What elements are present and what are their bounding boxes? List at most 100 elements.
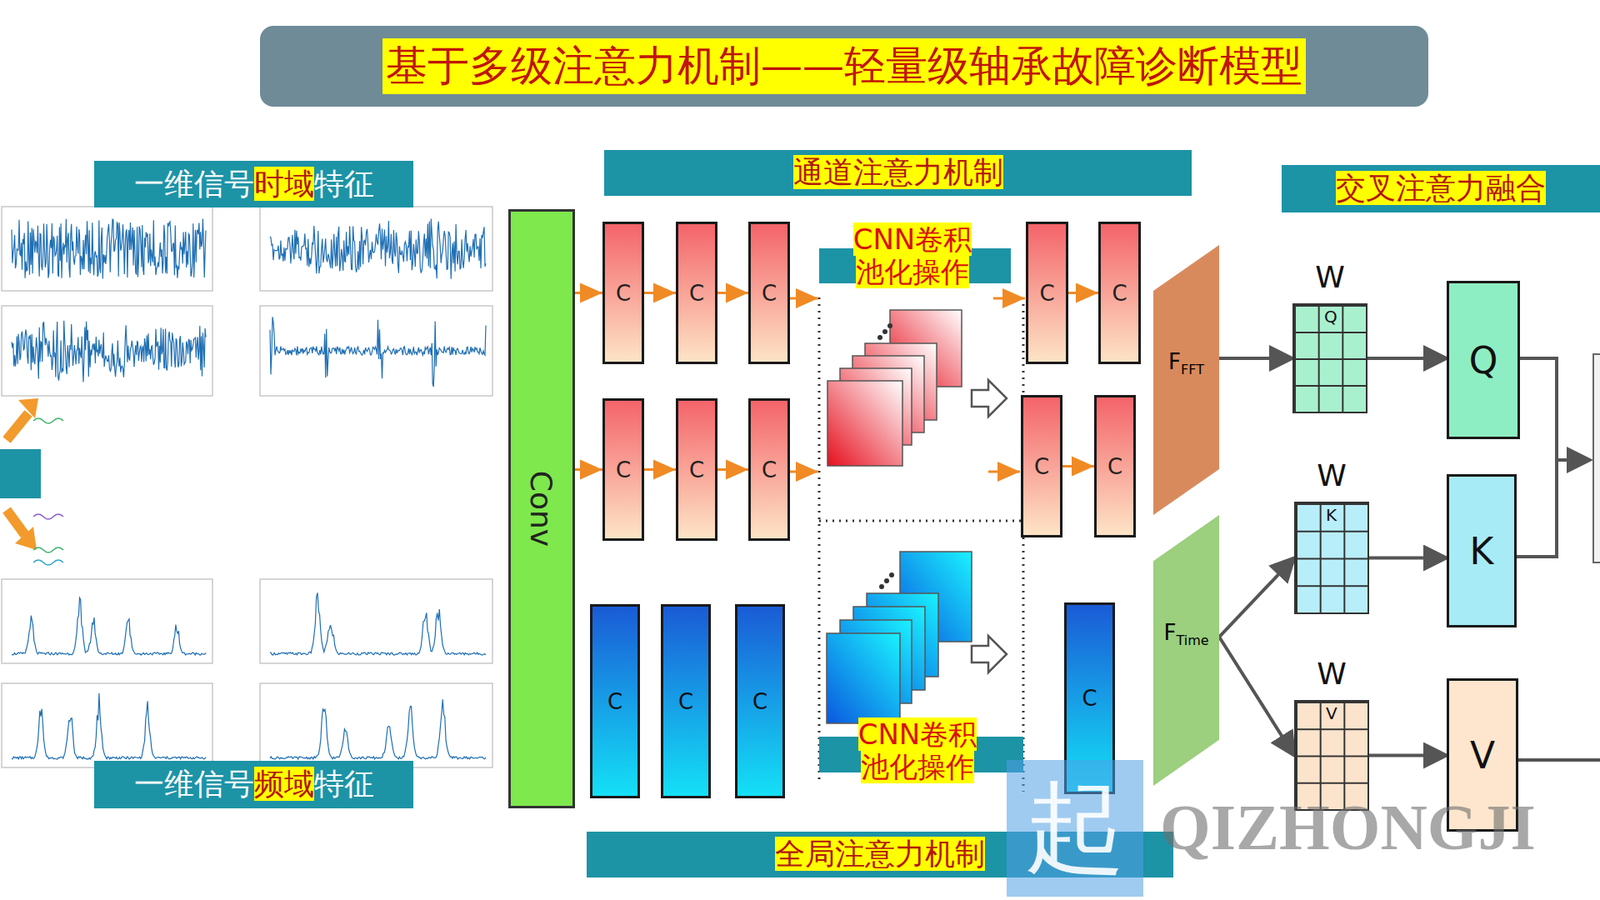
block-label: Q — [1469, 339, 1499, 382]
output-line — [1516, 358, 1600, 760]
block-label: K — [1470, 530, 1495, 573]
connector-arrow — [644, 291, 676, 295]
plot-frame — [260, 683, 493, 768]
parallelogram-shape — [1153, 515, 1220, 786]
section-band: 通道注意力机制 — [604, 150, 1192, 196]
plot-frame — [1, 683, 213, 768]
watermark-badge: 起 — [1006, 760, 1144, 897]
channel-block: C — [748, 398, 790, 541]
plot-frame — [1, 579, 213, 664]
text-part: 一维信号 — [134, 166, 255, 201]
connector-arrow — [1219, 636, 1295, 755]
channel-block: C — [1094, 395, 1136, 538]
text-part: F — [1163, 620, 1176, 645]
signal-wave — [11, 219, 206, 280]
text-part: CNN卷积 池化操作 — [858, 717, 978, 784]
channel-block: C — [748, 221, 790, 365]
block-label: C — [1039, 280, 1055, 306]
block-label: C — [1111, 280, 1127, 306]
signal-traces — [33, 418, 64, 565]
plot-frame — [260, 579, 493, 664]
matrix-symbol: K — [1324, 505, 1339, 525]
block-label: Conv — [525, 470, 560, 547]
block-label: C — [1034, 454, 1050, 480]
section-band: 一维信号时域特征 — [94, 160, 414, 208]
text-part: 特征 — [314, 166, 375, 201]
plot-frame — [260, 305, 493, 396]
connector-arrow — [1369, 556, 1447, 560]
block-label: C — [607, 689, 623, 715]
section-title: 一维信号频域特征 — [134, 764, 375, 805]
block-label: C — [615, 280, 631, 306]
feature-fft: FFFT — [1153, 245, 1220, 515]
channel-block: C — [1025, 221, 1069, 365]
dotted-frame — [819, 297, 1024, 792]
block-label: C — [761, 457, 777, 483]
title-box: 基于多级注意力机制——轻量级轴承故障诊断模型 — [260, 25, 1429, 107]
connector-arrow — [1367, 356, 1447, 360]
parallelogram-shape — [1153, 245, 1220, 515]
input-block — [0, 449, 41, 499]
text-part: F — [1168, 349, 1181, 375]
parallelogram-outline — [1153, 245, 1220, 515]
operation-label: CNN卷积 池化操作 — [850, 223, 975, 289]
matrix-name: W — [1295, 458, 1368, 493]
operation-text: CNN卷积 池化操作 — [853, 222, 973, 289]
channel-block: C — [735, 604, 785, 799]
text-part: 时域 — [254, 166, 315, 201]
title-band — [260, 25, 1429, 107]
section-band: 交叉注意力融合 — [1281, 165, 1600, 213]
block-label: C — [689, 280, 705, 306]
signal-wave — [270, 316, 486, 387]
text-part: 特征 — [314, 766, 375, 801]
qkv-vector: Q — [1446, 280, 1520, 440]
signal-wave — [270, 592, 486, 655]
matrix-symbol: V — [1324, 703, 1340, 724]
block-label: C — [678, 689, 694, 715]
plot-frame — [260, 206, 493, 291]
channel-block: C — [602, 221, 645, 365]
connector-arrow — [1219, 558, 1295, 638]
next-block — [1593, 354, 1600, 563]
text-part: 通道注意力机制 — [793, 155, 1004, 190]
hollow-arrow — [971, 380, 1007, 417]
section-title: 全局注意力机制 — [771, 834, 989, 875]
text-part: CNN卷积 池化操作 — [853, 222, 973, 289]
channel-block: C — [675, 221, 718, 365]
channel-block: C — [675, 398, 718, 541]
signal-wave — [11, 320, 206, 383]
orange-arrow — [18, 398, 39, 419]
connector-arrow — [1068, 291, 1099, 295]
signal-wave — [11, 597, 206, 655]
matrix-name: W — [1294, 260, 1366, 295]
block-label: C — [761, 280, 777, 306]
signal-wave — [270, 219, 486, 280]
orange-arrow — [6, 510, 25, 535]
subscript: FFT — [1180, 361, 1205, 378]
title: 基于多级注意力机制——轻量级轴承故障诊断模型 — [382, 38, 1306, 95]
conv-layer: Conv — [508, 209, 575, 809]
text-part: 一维信号 — [134, 766, 255, 801]
feature-map-stack — [826, 551, 972, 724]
connector-arrow — [717, 468, 749, 471]
watermark: QIZHONGJI — [1160, 790, 1536, 865]
weight-matrix: WQ — [1292, 303, 1368, 414]
qkv-vector: K — [1446, 474, 1517, 628]
text-part: 频域 — [254, 766, 315, 801]
text-part: 交叉注意力融合 — [1335, 170, 1546, 205]
signal-wave — [11, 693, 206, 760]
connector-arrow — [717, 291, 749, 295]
operation-text: CNN卷积 池化操作 — [858, 717, 978, 784]
block-label: V — [1470, 734, 1495, 777]
flow-arrow — [790, 298, 1025, 472]
connector-arrow — [644, 468, 676, 471]
parallelogram-outline — [1153, 515, 1220, 786]
channel-block: C — [660, 604, 711, 799]
connector-arrow — [575, 291, 603, 295]
section-band: 一维信号频域特征 — [94, 760, 414, 809]
subscript: Time — [1175, 632, 1209, 649]
watermark: 起 — [1025, 760, 1125, 897]
feature-time: FTime — [1153, 515, 1220, 786]
section-title: 一维信号时域特征 — [134, 164, 375, 205]
channel-block: C — [590, 604, 640, 799]
